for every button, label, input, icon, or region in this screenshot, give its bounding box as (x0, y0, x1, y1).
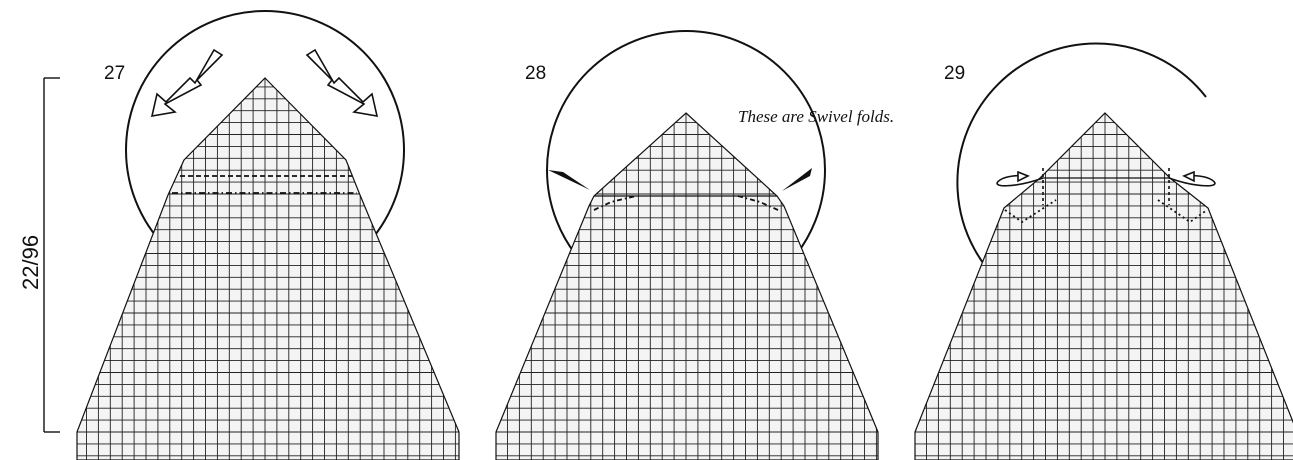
dimension-bracket (43, 77, 60, 433)
step-29: 29 (914, 42, 1293, 460)
rotate-arrow-right-icon (1168, 170, 1216, 187)
hidden-flap-left (1004, 199, 1057, 224)
fold-note: These are Swivel folds. (738, 107, 894, 126)
dimension-label: 22/96 (18, 235, 43, 290)
step-28: 28 These are Swivel folds. (495, 30, 894, 460)
push-arrow-right-icon (782, 168, 812, 191)
step-number: 28 (525, 63, 546, 84)
step-number: 29 (944, 63, 965, 84)
arrow-right-icon (305, 48, 379, 117)
paper-grid (915, 113, 1293, 460)
push-arrow-left-icon (548, 170, 590, 190)
paper-outline (495, 112, 879, 460)
paper-outline (914, 112, 1293, 460)
step-number: 27 (104, 63, 125, 84)
arrow-left-icon (150, 48, 224, 117)
rotate-arrow-left-icon (996, 170, 1044, 187)
paper-grid (496, 113, 878, 460)
paper-grid (77, 78, 459, 460)
paper-outline (76, 77, 460, 460)
step-27: 27 (76, 10, 460, 460)
